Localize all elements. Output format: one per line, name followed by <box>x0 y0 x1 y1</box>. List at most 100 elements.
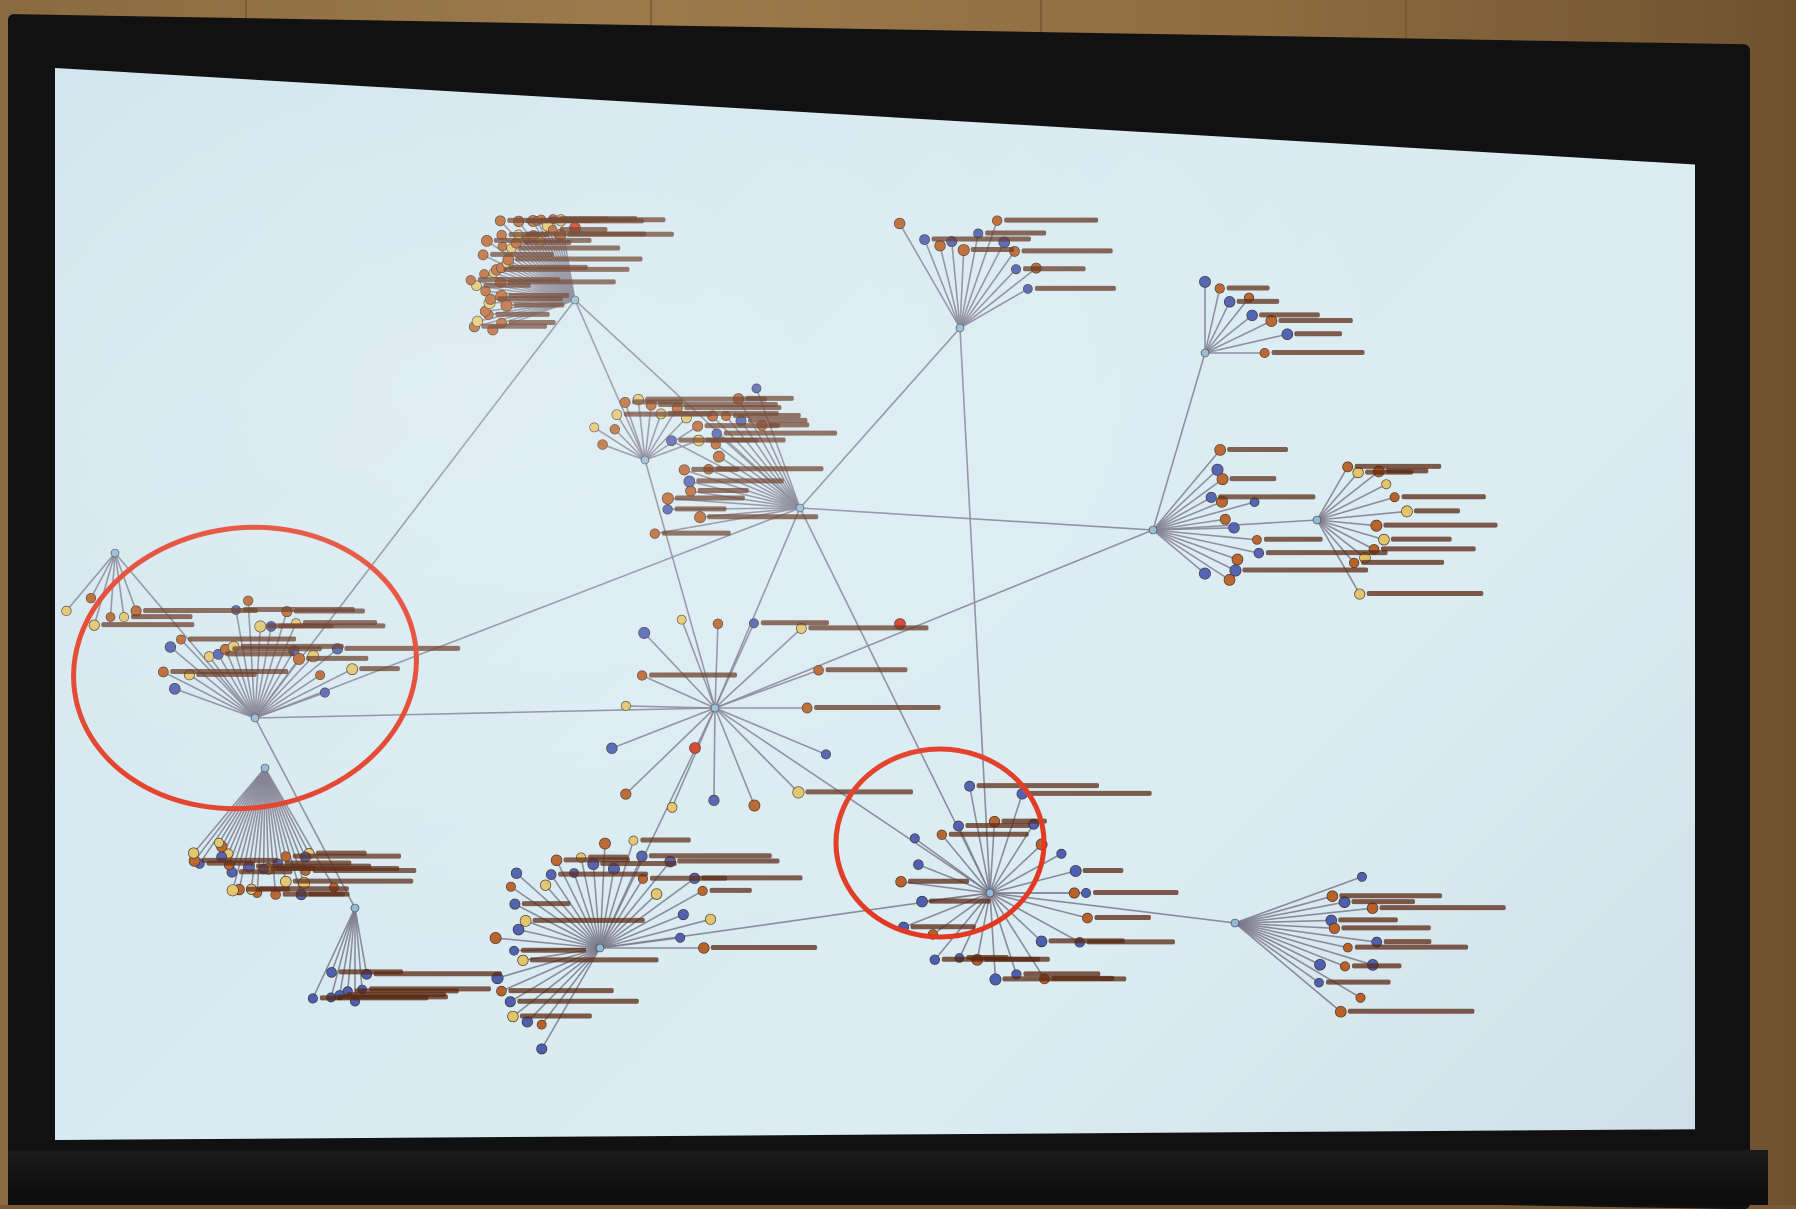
graph-edge <box>254 668 353 719</box>
graph-node <box>169 683 181 695</box>
graph-edge <box>941 834 991 894</box>
node-label-illegible <box>715 466 824 472</box>
graph-node <box>689 742 701 754</box>
node-label-illegible <box>1218 494 1316 500</box>
graph-node <box>1339 961 1350 972</box>
graph-node <box>1068 887 1080 899</box>
graph-hub-node <box>985 888 995 898</box>
graph-node <box>597 439 608 450</box>
graph-edge <box>644 417 687 461</box>
graph-node <box>697 885 708 896</box>
graph-edge <box>599 868 615 949</box>
graph-edge <box>254 707 716 719</box>
graph-node <box>243 595 254 606</box>
graph-hub-node <box>1200 348 1210 358</box>
node-label-illegible <box>518 245 621 251</box>
graph-edge <box>510 886 601 949</box>
graph-node <box>540 879 552 891</box>
node-label-illegible <box>517 998 639 1004</box>
graph-node <box>620 788 632 800</box>
graph-hub-node <box>110 548 120 558</box>
node-label-illegible <box>508 264 588 270</box>
graph-edge <box>515 872 601 949</box>
graph-node <box>748 799 761 812</box>
graph-hub-node <box>350 903 360 913</box>
graph-edge <box>643 632 716 709</box>
graph-edge <box>592 863 601 949</box>
graph-edge <box>254 658 300 719</box>
bottom-center-highlight <box>833 746 1047 940</box>
graph-edge <box>1234 922 1374 966</box>
node-label-illegible <box>645 396 767 402</box>
node-label-illegible <box>941 956 1050 962</box>
graph-hub-node <box>710 703 720 713</box>
graph-node <box>1199 275 1211 288</box>
graph-edge <box>599 877 696 949</box>
graph-edge <box>254 507 801 719</box>
node-label-illegible <box>1023 971 1101 977</box>
node-label-illegible <box>1379 905 1506 911</box>
node-label-illegible <box>640 837 691 843</box>
graph-edge <box>714 707 756 806</box>
graph-edge <box>114 552 137 612</box>
node-label-illegible <box>1325 979 1391 985</box>
graph-node <box>1357 871 1367 882</box>
graph-edge <box>1234 922 1346 968</box>
network-graph <box>61 214 1506 1055</box>
node-label-illegible <box>240 643 344 649</box>
node-label-illegible <box>1381 546 1476 552</box>
graph-node <box>936 829 947 840</box>
graph-node <box>916 895 928 908</box>
node-label-illegible <box>1383 939 1432 945</box>
graph-edge <box>231 767 266 873</box>
graph-edge <box>541 947 601 1050</box>
graph-edge <box>715 443 801 509</box>
node-label-illegible <box>965 822 1031 828</box>
graph-edge <box>959 241 1005 329</box>
graph-edge <box>330 907 356 998</box>
graph-node <box>1214 444 1226 456</box>
graph-node <box>1223 574 1236 586</box>
graph-edge <box>708 468 801 509</box>
graph-node <box>346 663 359 676</box>
graph-node <box>1314 958 1326 971</box>
node-label-illegible <box>1361 559 1445 565</box>
node-label-illegible <box>710 945 818 950</box>
node-label-illegible <box>674 495 745 501</box>
graph-node <box>801 702 813 714</box>
graph-node <box>465 275 476 286</box>
graph-node <box>620 700 631 711</box>
graph-node <box>519 915 532 927</box>
graph-edge <box>544 884 601 949</box>
graph-edge <box>1234 922 1335 930</box>
graph-edge <box>989 892 1043 943</box>
node-label-illegible <box>661 530 731 536</box>
graph-node <box>1214 283 1225 294</box>
graph-edge <box>1152 529 1238 561</box>
graph-node <box>1205 491 1217 503</box>
node-label-illegible <box>808 625 929 631</box>
graph-node <box>650 888 663 900</box>
graph-node <box>678 464 690 476</box>
graph-edge <box>346 907 356 992</box>
graph-edge <box>654 507 801 535</box>
graph-edge <box>914 837 991 894</box>
graph-edge <box>1152 501 1255 531</box>
graph-edge <box>689 480 801 509</box>
graph-node <box>1246 309 1258 322</box>
graph-edge <box>1234 922 1342 1013</box>
graph-edge <box>939 245 961 329</box>
graph-node <box>748 618 759 629</box>
node-label-illegible <box>677 858 780 864</box>
graph-node <box>589 422 600 433</box>
graph-node <box>1378 533 1390 546</box>
graph-node <box>1011 264 1022 275</box>
graph-node <box>319 687 330 698</box>
graph-edge <box>220 767 266 858</box>
node-label-illegible <box>532 917 645 923</box>
node-label-illegible <box>1082 868 1124 874</box>
graph-edge <box>518 928 601 949</box>
graph-edge <box>599 878 644 949</box>
graph-edge <box>497 947 601 979</box>
graph-node <box>1338 896 1351 909</box>
